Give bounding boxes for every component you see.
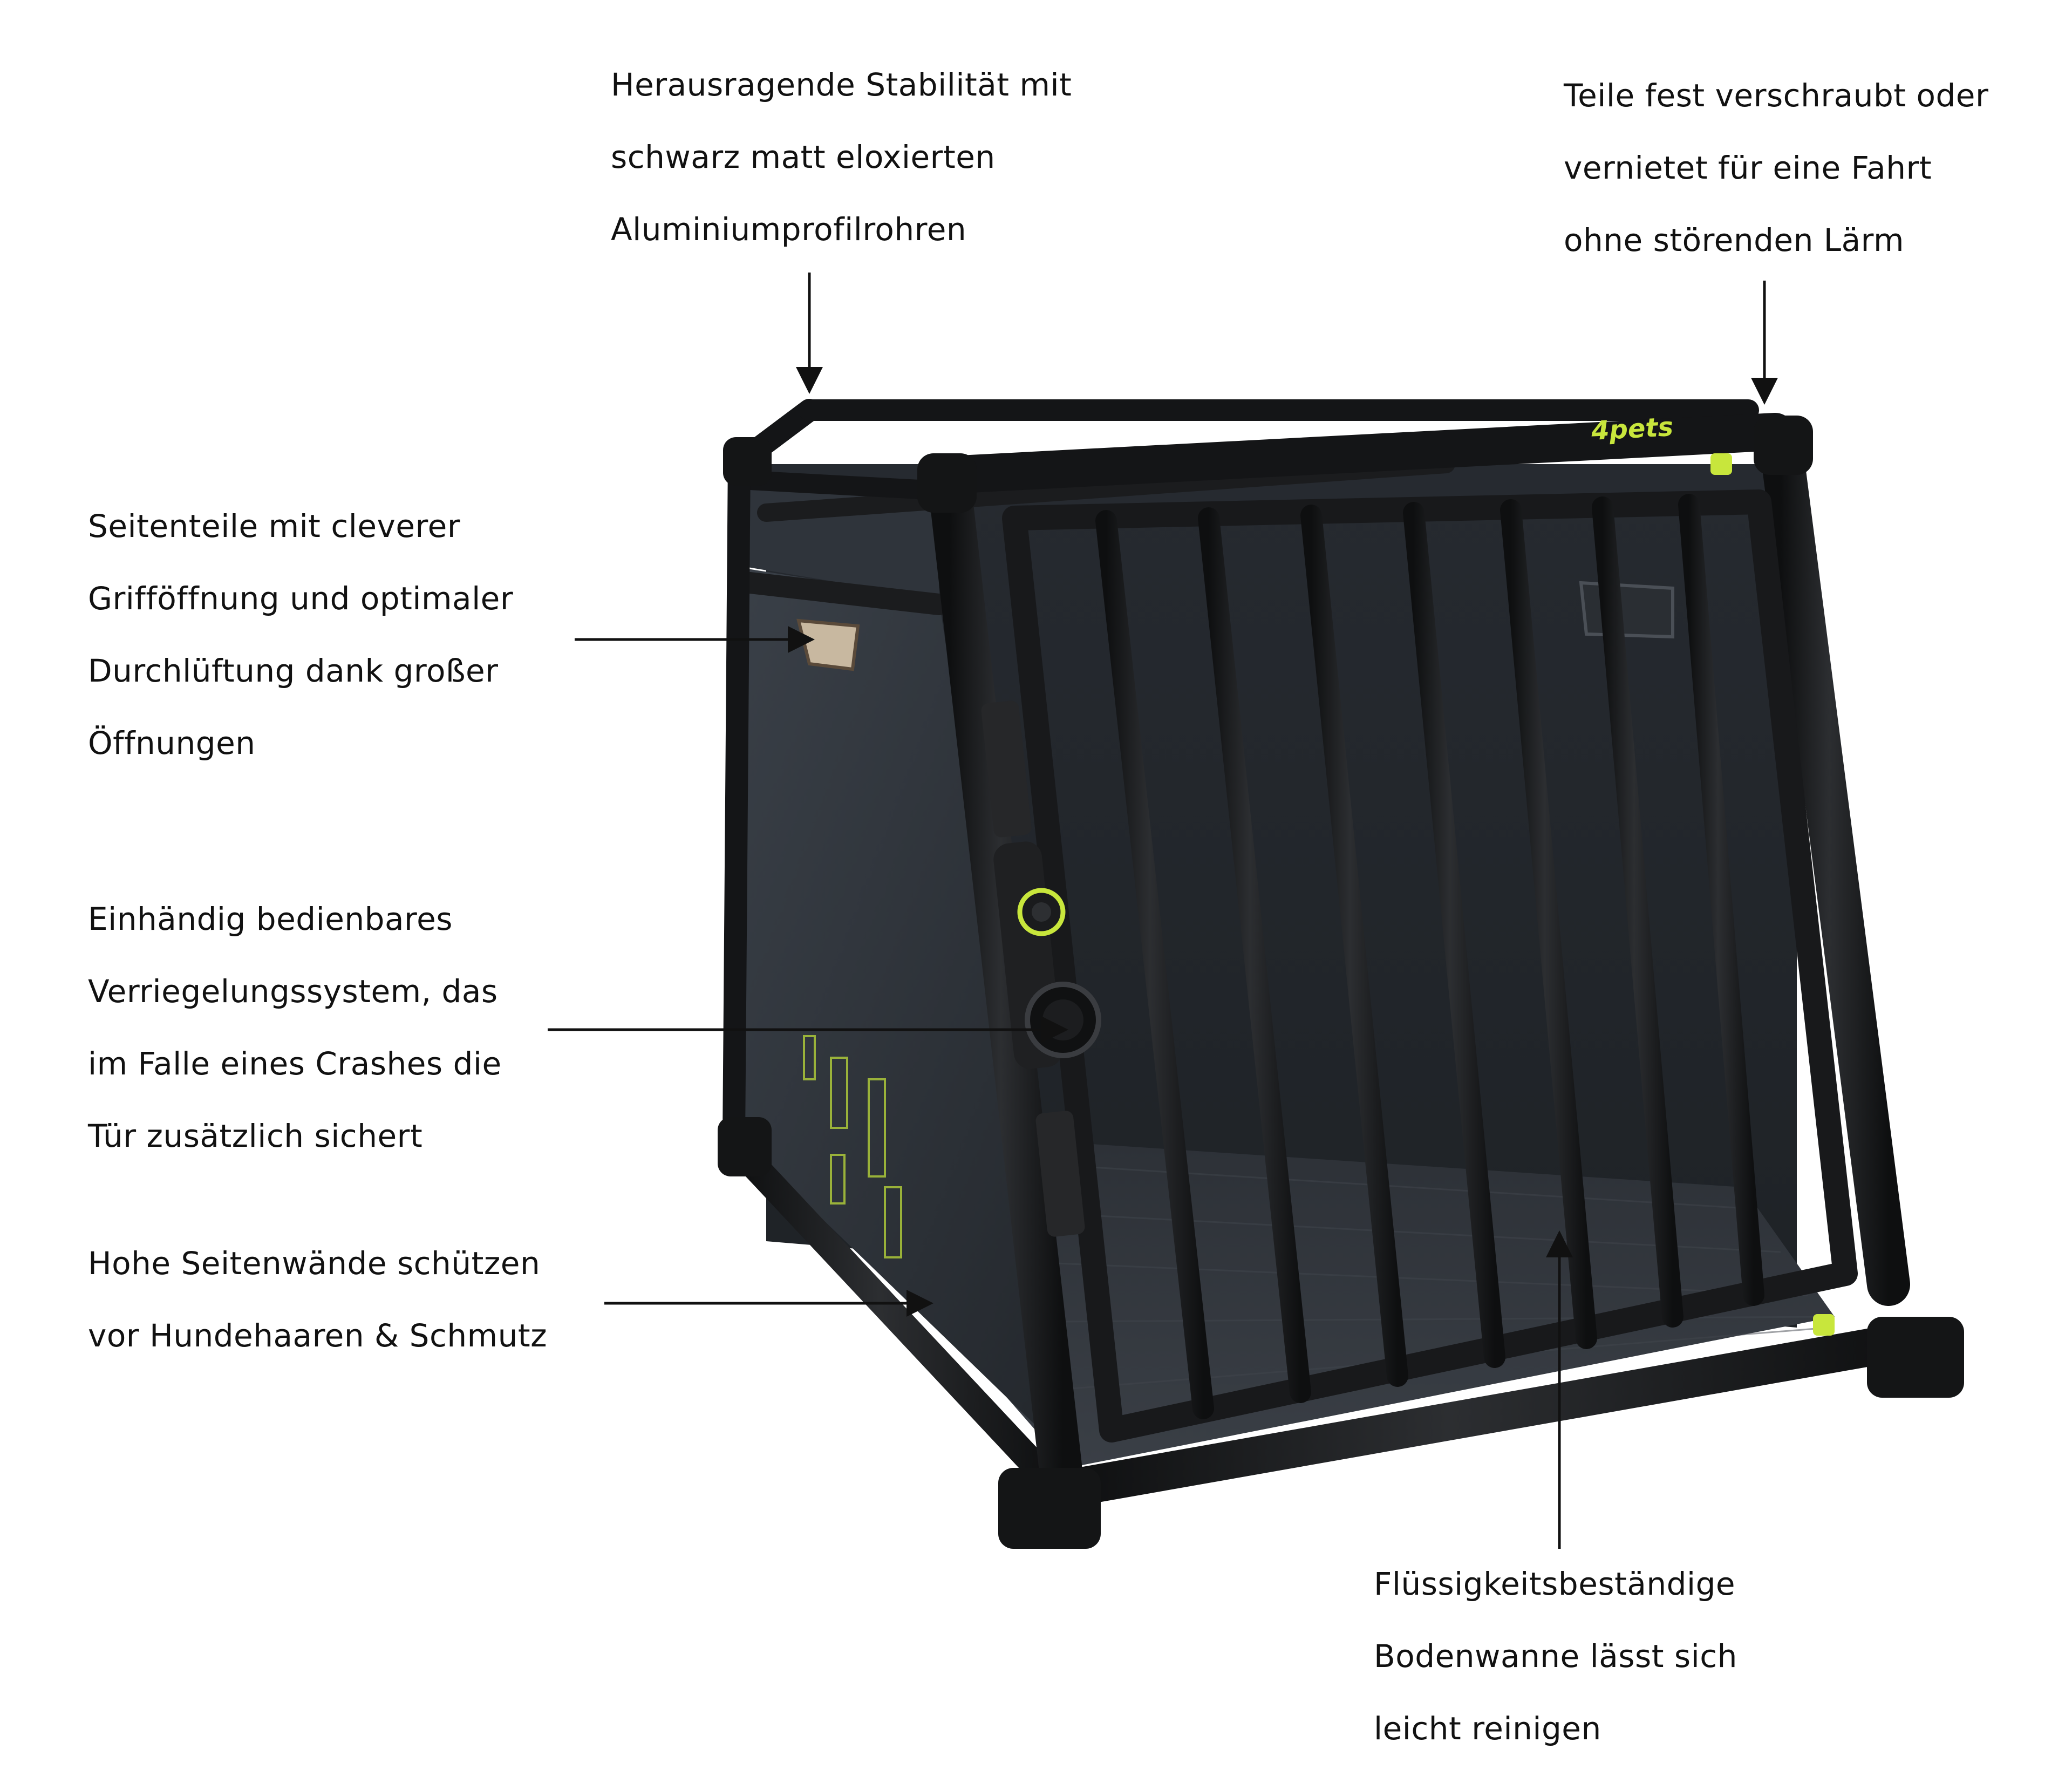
side-handle-opening [796,618,860,671]
callout-high-walls: Hohe Seitenwände schützen vor Hundehaare… [88,1227,547,1372]
side-rail-mid [739,572,950,615]
foot-rear-left [718,1117,772,1176]
corner-front-top-left [917,453,977,513]
door-lock-knob-inner [1042,999,1083,1040]
callout-sides-line-1: Seitenteile mit cleverer [88,508,461,545]
brand-logo: 4pets [1590,412,1674,446]
callout-floor-tray: Flüssigkeitsbeständige Bodenwanne lässt … [1374,1548,1737,1765]
callout-floor-line-1: Flüssigkeitsbeständige [1374,1566,1736,1602]
callout-stability: Herausragende Stabilität mit schwarz mat… [611,49,1072,266]
door-hinge-lower [1035,1111,1085,1237]
callout-lock-line-4: Tür zusätzlich sichert [88,1118,423,1154]
side-bottom-rail [720,1131,1071,1503]
door-bars [1095,494,1764,1419]
back-handle-opening [1579,581,1674,639]
callout-lock-line-3: im Falle eines Crashes die [88,1045,502,1082]
corner-front-top-right [1754,416,1813,475]
callout-lock-line-1: Einhändig bedienbares [88,901,453,937]
front-post-left [928,464,1085,1511]
lock-release-center [1032,902,1051,922]
foot-front-left [998,1468,1101,1549]
callout-sides-line-4: Öffnungen [88,725,256,761]
callout-locking-system: Einhändig bedienbares Verriegelungssyste… [88,883,502,1172]
accent-clip-top [1710,453,1732,475]
front-post-right [1759,421,1910,1306]
rear-post-left [723,447,751,1150]
callout-lock-line-2: Verriegelungssystem, das [88,973,498,1010]
crate-side-panel [734,567,1068,1457]
callout-parts-line-2: vernietet für eine Fahrt [1564,149,1932,186]
door-hinge-upper [981,700,1032,838]
corner-rear-top-left [723,437,772,486]
accent-clip-bottom [1813,1314,1835,1336]
callout-walls-line-2: vor Hundehaaren & Schmutz [88,1317,548,1354]
callout-walls-line-1: Hohe Seitenwände schützen [88,1245,541,1282]
callout-sides-line-2: Grifföffnung und optimaler [88,580,514,617]
callout-floor-line-2: Bodenwanne lässt sich [1374,1638,1737,1675]
callout-floor-line-3: leicht reinigen [1374,1710,1601,1747]
front-bottom-rail [1044,1319,1940,1508]
callout-parts-line-1: Teile fest verschraubt oder [1564,77,1989,114]
foot-front-right [1867,1317,1964,1398]
callout-parts-line-3: ohne störenden Lärm [1564,222,1904,258]
callout-stability-line-2: schwarz matt eloxierten [611,139,996,175]
callout-side-panels: Seitenteile mit cleverer Grifföffnung un… [88,490,513,779]
safety-label-stickers [803,1035,902,1258]
callout-stability-line-1: Herausragende Stabilität mit [611,66,1072,103]
side-rail-upper [740,471,959,501]
callout-sides-line-3: Durchlüftung dank großer [88,652,499,689]
front-top-rail [931,413,1794,494]
callout-parts-fixed: Teile fest verschraubt oder vernietet fü… [1564,59,1988,276]
callout-stability-line-3: Aluminiumprofilrohren [611,211,967,248]
